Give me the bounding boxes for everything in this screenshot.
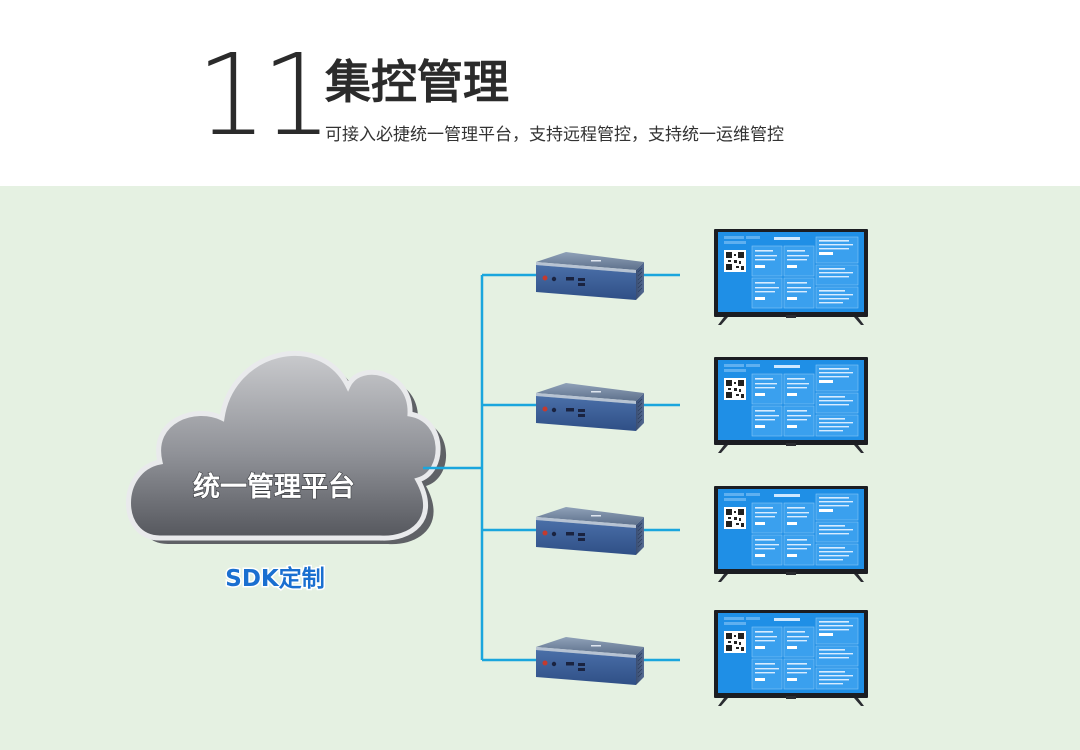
mini-pc-2 [535, 382, 645, 432]
cloud-label: 统一管理平台 [193, 471, 355, 503]
mini-pc-1 [535, 251, 645, 301]
header: 11 集控管理 可接入必捷统一管理平台，支持远程管控，支持统一运维管控 [0, 0, 1080, 186]
section-subtitle: 可接入必捷统一管理平台，支持远程管控，支持统一运维管控 [325, 125, 784, 145]
connector-lines [423, 273, 680, 662]
display-screen-4 [714, 610, 868, 706]
display-screen-2 [714, 357, 868, 453]
section-number: 11 [196, 31, 332, 161]
mini-pc-3 [535, 506, 645, 556]
section-title: 集控管理 [325, 55, 509, 109]
display-screen-3 [714, 486, 868, 582]
mini-pc-4 [535, 636, 645, 686]
cloud-platform [126, 350, 447, 545]
sdk-label: SDK定制 [225, 565, 324, 592]
display-screen-1 [714, 229, 868, 325]
